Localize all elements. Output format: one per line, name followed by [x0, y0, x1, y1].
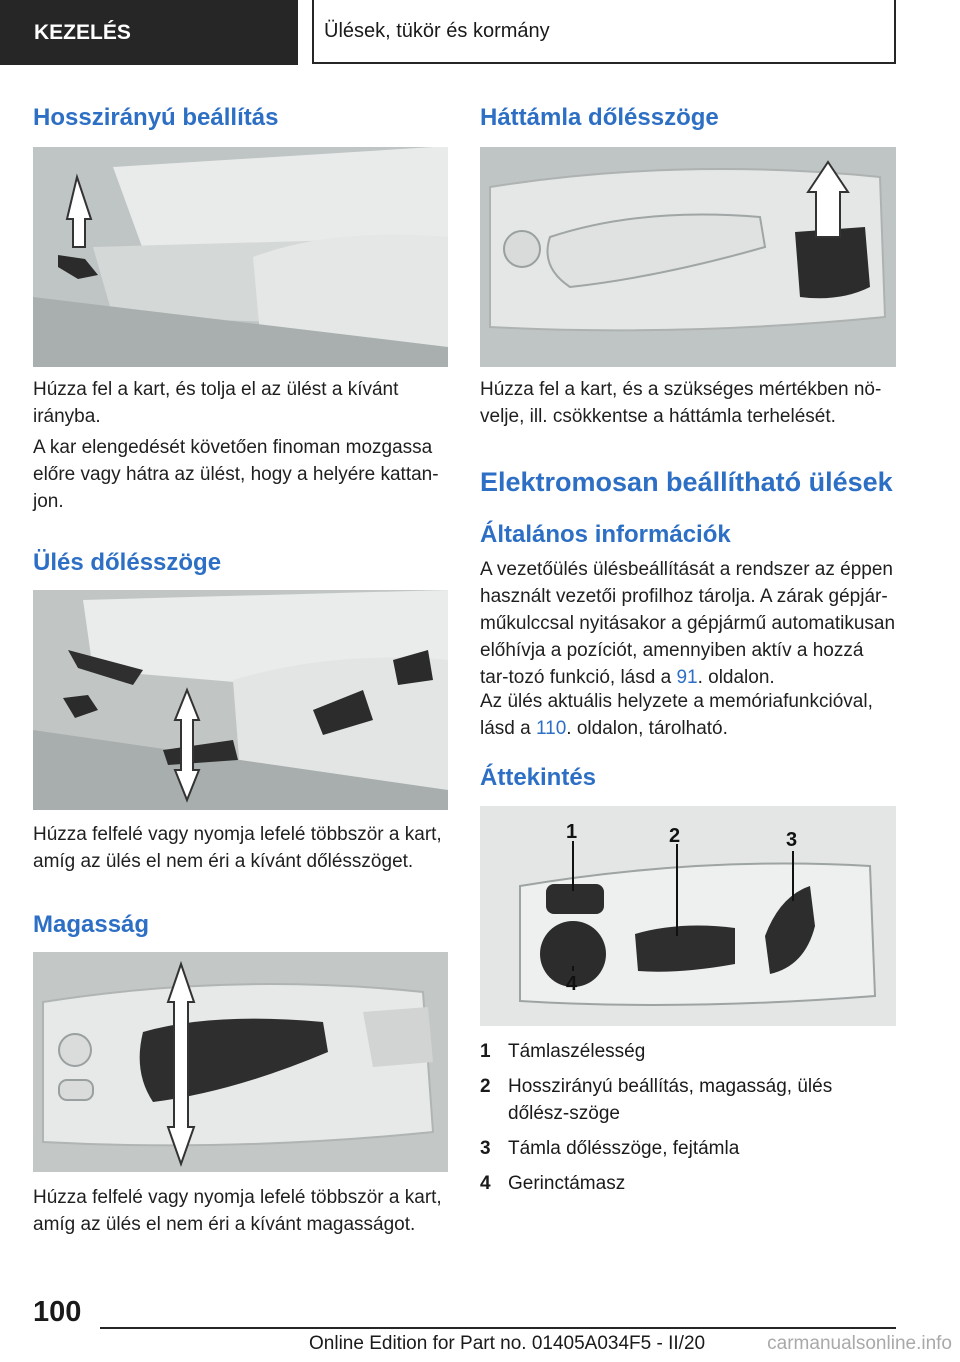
text-memory-suffix: . oldalon, tárolható.: [566, 718, 728, 739]
photo-backrest-adjust: [480, 147, 896, 367]
photo-height-adjust: [33, 952, 448, 1172]
page-link-110[interactable]: 110: [535, 718, 567, 739]
heading-height: Magasság: [33, 911, 150, 938]
header-chapter-box: Ülések, tükör és kormány: [312, 0, 896, 64]
legend-num: 1: [480, 1041, 491, 1062]
text-general-info: A vezetőülés ülésbeállítását a rendszer …: [480, 556, 896, 691]
header-section-label: KEZELÉS: [34, 20, 131, 44]
photo-longitudinal-adjust: [33, 147, 448, 367]
text-memory-body: Az ülés aktuális helyzete a memóriafunkc…: [480, 691, 873, 739]
text-backrest: Húzza fel a kart, és a szükséges mértékb…: [480, 379, 882, 427]
switch-3: [765, 886, 815, 974]
callout-2: 2: [669, 825, 680, 847]
legend-item: 4 Gerinctámasz: [480, 1170, 896, 1197]
text-seat-angle: Húzza felfelé vagy nyomja lefelé többszö…: [33, 824, 442, 872]
heading-general-info: Általános információk: [480, 521, 731, 548]
legend-text: Támla dőlésszöge, fejtámla: [508, 1138, 740, 1159]
callout-3: 3: [786, 829, 797, 851]
callout-1: 1: [566, 821, 577, 843]
text-longitudinal-1: Húzza fel a kart, és tolja el az ülést a…: [33, 379, 399, 427]
legend-num: 4: [480, 1173, 491, 1194]
photo-seat-angle: [33, 590, 448, 810]
text-general-info-suffix: . oldalon.: [697, 667, 775, 688]
header-chapter-label: Ülések, tükör és kormány: [324, 19, 550, 42]
legend-item: 3 Támla dőlésszöge, fejtámla: [480, 1135, 896, 1162]
heading-seat-angle: Ülés dőlésszöge: [33, 549, 222, 576]
legend-num: 3: [480, 1138, 491, 1159]
heading-backrest: Háttámla dőlésszöge: [480, 104, 719, 131]
text-height: Húzza felfelé vagy nyomja lefelé többszö…: [33, 1187, 442, 1235]
legend-item: 1 Támlaszélesség: [480, 1038, 896, 1065]
overview-legend: 1 Támlaszélesség 2 Hosszirányú beállítás…: [480, 1038, 896, 1205]
knob-4: [540, 921, 606, 987]
heading-overview: Áttekintés: [480, 764, 597, 791]
switch-2: [635, 925, 735, 972]
page-number: 100: [33, 1296, 82, 1328]
text-general-info-body: A vezetőülés ülésbeállítását a rendszer …: [480, 559, 896, 688]
legend-item: 2 Hosszirányú beállítás, magasság, ülés …: [480, 1073, 896, 1127]
switch-1: [546, 884, 604, 914]
footer-rule: [100, 1327, 896, 1329]
legend-text: Támlaszélesség: [508, 1041, 646, 1062]
footer-watermark: carmanualsonline.info: [767, 1333, 952, 1354]
heading-electric-seats: Elektromosan beállítható ülések: [480, 467, 893, 497]
heading-longitudinal: Hosszirányú beállítás: [33, 104, 279, 131]
text-longitudinal-2: A kar elengedését követően finoman mozga…: [33, 437, 439, 512]
photo-seat-controls-overview: 1 2 3 4: [480, 806, 896, 1026]
legend-num: 2: [480, 1076, 491, 1097]
callout-4: 4: [566, 973, 578, 995]
legend-text: Gerinctámasz: [508, 1173, 626, 1194]
legend-text: Hosszirányú beállítás, magasság, ülés dő…: [508, 1076, 833, 1124]
page-link-91[interactable]: 91: [676, 667, 698, 688]
footer-edition: Online Edition for Part no. 01405A034F5 …: [309, 1333, 706, 1354]
text-memory: Az ülés aktuális helyzete a memóriafunkc…: [480, 688, 896, 742]
header-section-tab: KEZELÉS: [0, 0, 298, 65]
